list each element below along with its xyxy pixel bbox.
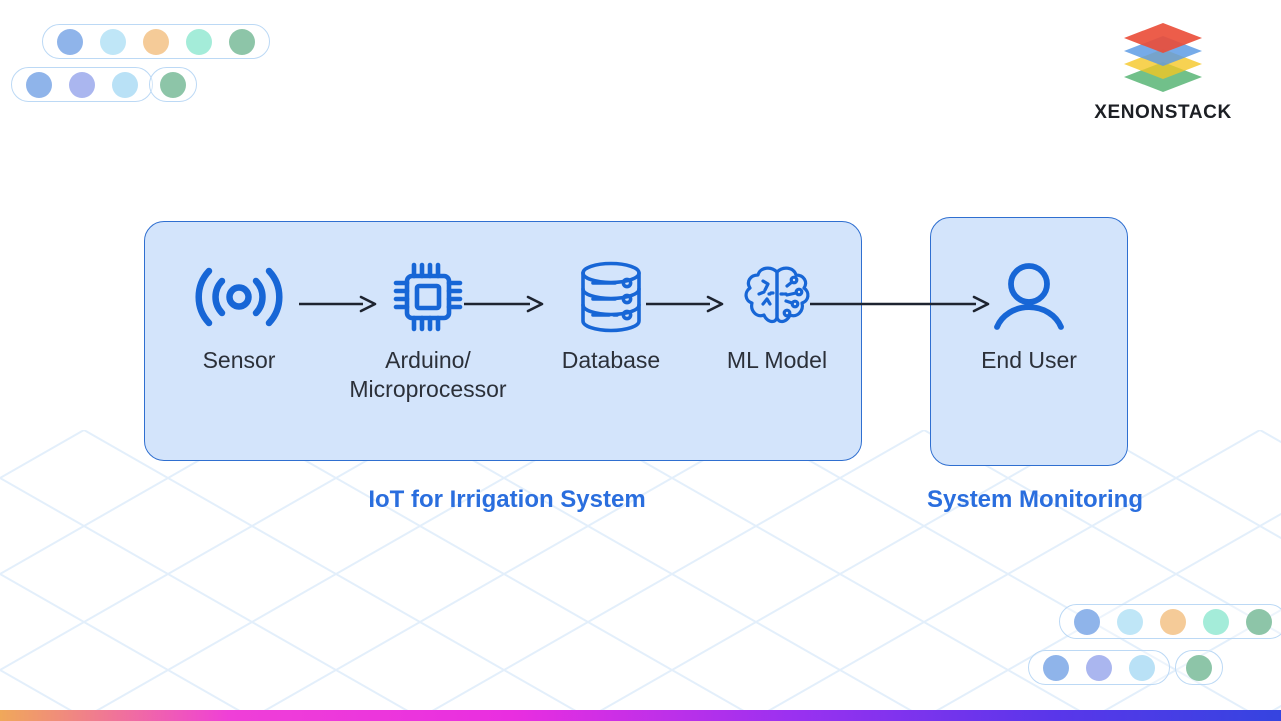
bottom-gradient-bar xyxy=(0,710,1281,721)
node-ml-model: ML Model xyxy=(677,258,877,375)
decor-dot xyxy=(1203,608,1229,635)
node-label: ML Model xyxy=(726,347,828,373)
decor-dot xyxy=(229,28,255,55)
brand-name: XENONSTACK xyxy=(1094,102,1232,123)
microchip-icon xyxy=(328,258,528,336)
decor-pill-cluster xyxy=(1028,650,1170,685)
arrow-arduino-to-database xyxy=(464,295,544,313)
decor-dot xyxy=(1043,654,1069,681)
iot-pipeline-box xyxy=(144,221,862,461)
caption-iot-system: IoT for Irrigation System xyxy=(368,486,646,513)
end-user-box xyxy=(930,217,1128,466)
decor-dot xyxy=(57,28,83,55)
node-label: End User xyxy=(981,347,1077,373)
database-cylinder-icon xyxy=(511,258,711,336)
decor-dot xyxy=(26,71,52,98)
arrow-database-to-ml xyxy=(646,295,724,313)
node-end-user: End User xyxy=(929,258,1129,375)
decor-pill-single xyxy=(149,67,197,102)
decor-dot xyxy=(112,71,138,98)
node-label: Arduino/ Microprocessor xyxy=(349,347,507,402)
decor-dot xyxy=(143,28,169,55)
decor-dot xyxy=(1160,608,1186,635)
node-arduino: Arduino/ Microprocessor xyxy=(328,258,528,404)
decor-dot xyxy=(186,28,212,55)
decor-pill-cluster xyxy=(1059,604,1281,639)
decor-dot xyxy=(69,71,95,98)
user-person-icon xyxy=(929,258,1129,336)
layered-stack-icon xyxy=(1124,23,1202,92)
arrow-ml-to-end-user xyxy=(810,295,990,313)
caption-system-monitoring: System Monitoring xyxy=(926,486,1143,513)
decor-pill-cluster xyxy=(11,67,153,102)
decor-pill-single xyxy=(1175,650,1223,685)
decor-dot xyxy=(1246,608,1272,635)
arrow-sensor-to-arduino xyxy=(299,295,377,313)
decor-dot xyxy=(100,28,126,55)
decor-pill-cluster xyxy=(42,24,270,59)
brain-circuit-icon xyxy=(677,258,877,336)
decor-dot xyxy=(1186,654,1212,681)
node-label: Database xyxy=(561,347,661,373)
decor-dot xyxy=(1129,654,1155,681)
decor-dot xyxy=(1074,608,1100,635)
decor-dot xyxy=(160,71,186,98)
node-database: Database xyxy=(511,258,711,375)
brand-logo: XENONSTACK xyxy=(1073,16,1253,124)
decor-dot xyxy=(1086,654,1112,681)
node-label: Sensor xyxy=(202,347,276,373)
node-sensor: Sensor xyxy=(139,258,339,375)
signal-waves-icon xyxy=(139,258,339,336)
decor-dot xyxy=(1117,608,1143,635)
